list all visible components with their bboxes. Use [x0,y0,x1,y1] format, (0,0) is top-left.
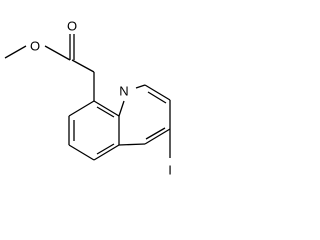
carboxyl-to-ring-bond [71,59,95,73]
benzo-ring [68,72,120,161]
ring-bond [93,100,120,117]
ring-bond [118,143,146,146]
ring-bond [93,144,120,161]
ring-bond [144,84,171,101]
ester-o-c-bond [44,45,71,61]
ring-bond [118,100,125,117]
ring-bond [68,144,95,161]
pyridine-ring [118,84,171,146]
ring-bond [68,100,95,117]
quinoline-structure-diagram: O O N I [4,19,172,178]
ring-bond [144,128,171,145]
methyl-bond [4,45,27,59]
ester-oxygen-label: O [30,39,40,54]
iodine-label: I [168,163,172,178]
ring-double-bond [96,106,115,118]
ring-double-bond [147,91,167,104]
ring-double-bond [96,143,115,155]
ester-group [4,34,95,73]
carbonyl-oxygen-label: O [67,19,77,34]
ring-bond [135,84,146,89]
ring-double-bond [145,127,166,140]
ring-nitrogen-label: N [119,84,128,99]
